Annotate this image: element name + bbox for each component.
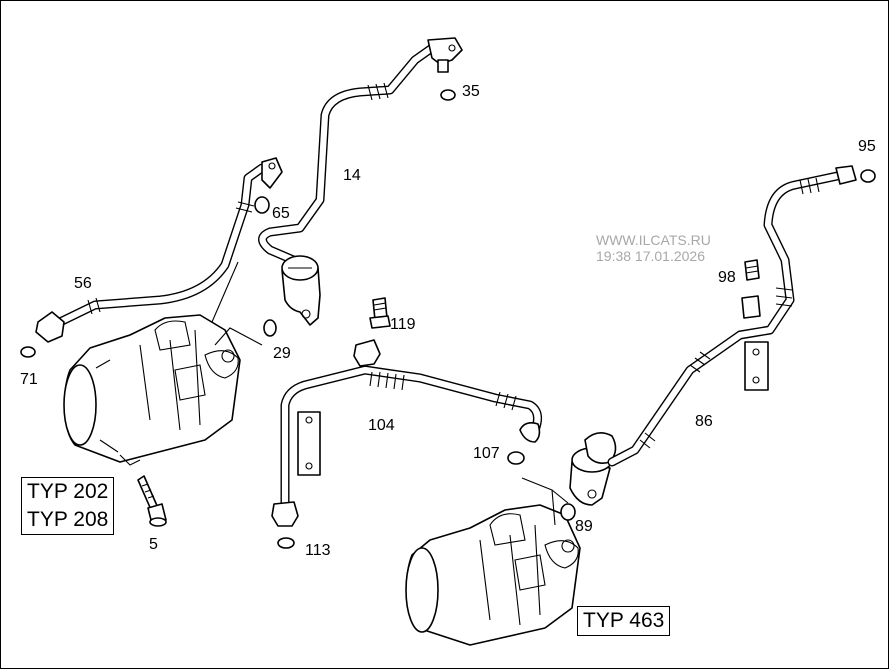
oring-35 xyxy=(440,89,456,101)
callout-71: 71 xyxy=(20,371,38,388)
callout-14: 14 xyxy=(343,167,361,184)
receiver-dryer-left xyxy=(281,255,321,326)
callout-113: 113 xyxy=(305,542,331,559)
leader-89 xyxy=(521,477,569,526)
oring-89 xyxy=(560,503,576,521)
callout-95: 95 xyxy=(858,138,876,155)
oring-65 xyxy=(254,196,270,214)
callout-86: 86 xyxy=(695,413,713,430)
hose-14 xyxy=(258,37,463,270)
callout-5: 5 xyxy=(149,536,158,553)
leader-56-65 xyxy=(211,261,239,323)
hose-86 xyxy=(607,165,857,467)
valve-119 xyxy=(369,297,391,329)
callout-89: 89 xyxy=(575,518,593,535)
watermark-timestamp: 19:38 17.01.2026 xyxy=(596,248,705,264)
callout-104: 104 xyxy=(368,417,395,434)
oring-71 xyxy=(20,346,36,358)
oring-29 xyxy=(263,319,277,337)
type-box-202-208: TYP 202 TYP 208 xyxy=(21,477,115,535)
compressor-right xyxy=(405,504,581,646)
pipe-104 xyxy=(271,339,543,527)
oring-107 xyxy=(507,451,525,465)
callout-56: 56 xyxy=(74,275,92,292)
callout-119: 119 xyxy=(390,316,416,333)
oring-95 xyxy=(860,169,876,183)
callout-107: 107 xyxy=(473,445,500,462)
bolt-5 xyxy=(137,475,167,527)
callout-65: 65 xyxy=(272,205,290,222)
compressor-left xyxy=(63,314,241,466)
type-label-463: TYP 463 xyxy=(583,609,665,632)
callout-35: 35 xyxy=(462,83,480,100)
callout-98: 98 xyxy=(718,269,736,286)
type-label-208: TYP 208 xyxy=(27,508,109,531)
type-box-463: TYP 463 xyxy=(577,606,671,636)
callout-29: 29 xyxy=(273,345,291,362)
valve-98 xyxy=(744,259,760,281)
leader-29 xyxy=(214,327,263,346)
receiver-dryer-right xyxy=(569,432,617,506)
watermark-site: WWW.ILCATS.RU xyxy=(596,232,711,248)
type-label-202: TYP 202 xyxy=(27,480,109,503)
hose-56 xyxy=(35,157,283,343)
oring-113 xyxy=(277,537,295,549)
